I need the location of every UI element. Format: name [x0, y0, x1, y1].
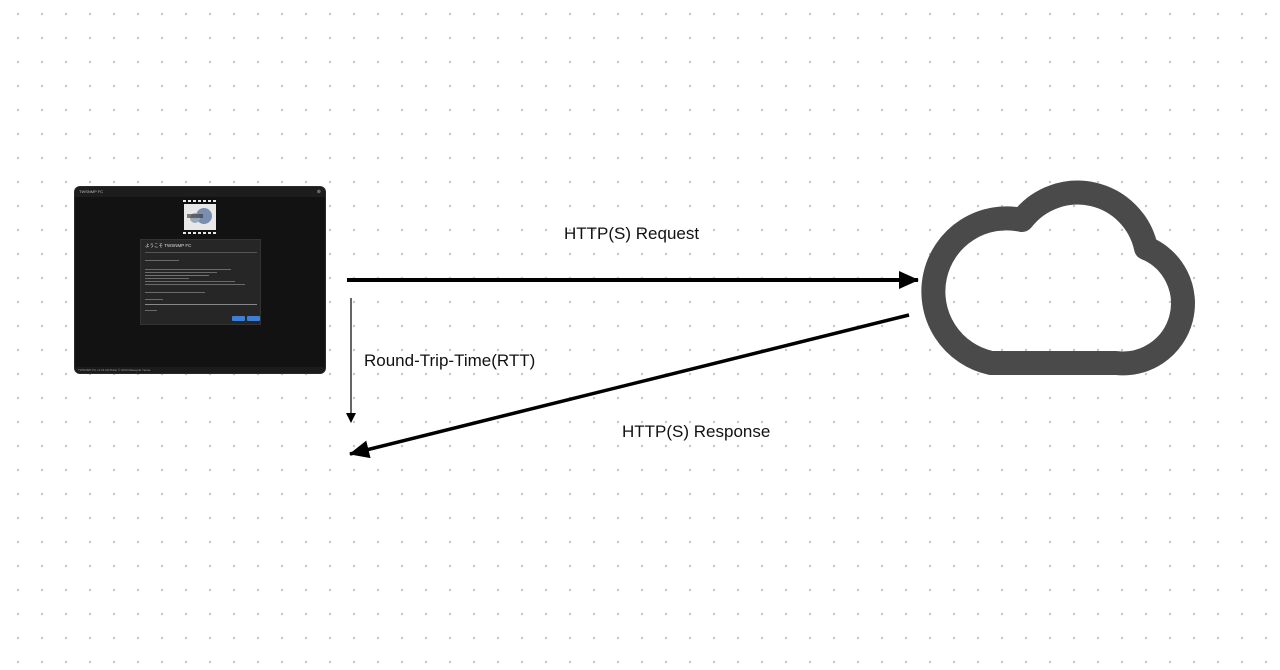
response-label: HTTP(S) Response: [622, 422, 771, 441]
rtt-label: Round-Trip-Time(RTT): [364, 351, 536, 370]
screenshot-text-line: [145, 292, 205, 293]
screenshot-text-line: [145, 284, 245, 285]
screenshot-divider: [145, 252, 257, 253]
screenshot-text-line: [145, 260, 179, 261]
request-label: HTTP(S) Request: [564, 224, 700, 243]
screenshot-button-1: [232, 316, 245, 321]
screenshot-text-line: [145, 310, 157, 311]
screenshot-card-title: ようこそ TWSNMP FC: [145, 243, 192, 248]
screenshot-footer: TWSNMP FC v1.15.0(b7b2a) © 2023 Masayuki…: [75, 367, 325, 373]
screenshot-text-line: [145, 269, 231, 270]
screenshot-button-2: [247, 316, 260, 321]
response-arrow: [349, 313, 910, 459]
screenshot-window-title: TWSNMP FC: [79, 189, 104, 194]
screenshot-text-line: [145, 281, 235, 282]
screenshot-welcome-card: ようこそ TWSNMP FC: [140, 239, 261, 325]
screenshot-text-line: [145, 272, 217, 273]
screenshot-text-line: [145, 299, 163, 300]
screenshot-text-line: [145, 275, 209, 276]
screenshot-close-icon: ⊗: [316, 189, 321, 195]
cloud-icon: [921, 180, 1195, 376]
screenshot-titlebar: TWSNMP FC ⊗: [75, 187, 325, 197]
screenshot-text-line: [145, 278, 189, 279]
screenshot-input-underline: [145, 304, 257, 305]
app-logo-icon: [181, 199, 219, 235]
